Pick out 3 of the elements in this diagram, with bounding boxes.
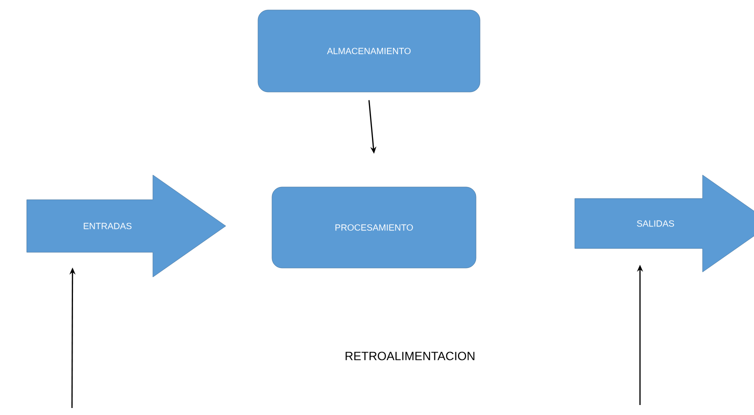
process-box: ALMACENAMIENTO [258,10,480,92]
process-box: PROCESAMIENTO [272,186,476,268]
feedback-label: RETROALIMENTACION [346,352,474,360]
